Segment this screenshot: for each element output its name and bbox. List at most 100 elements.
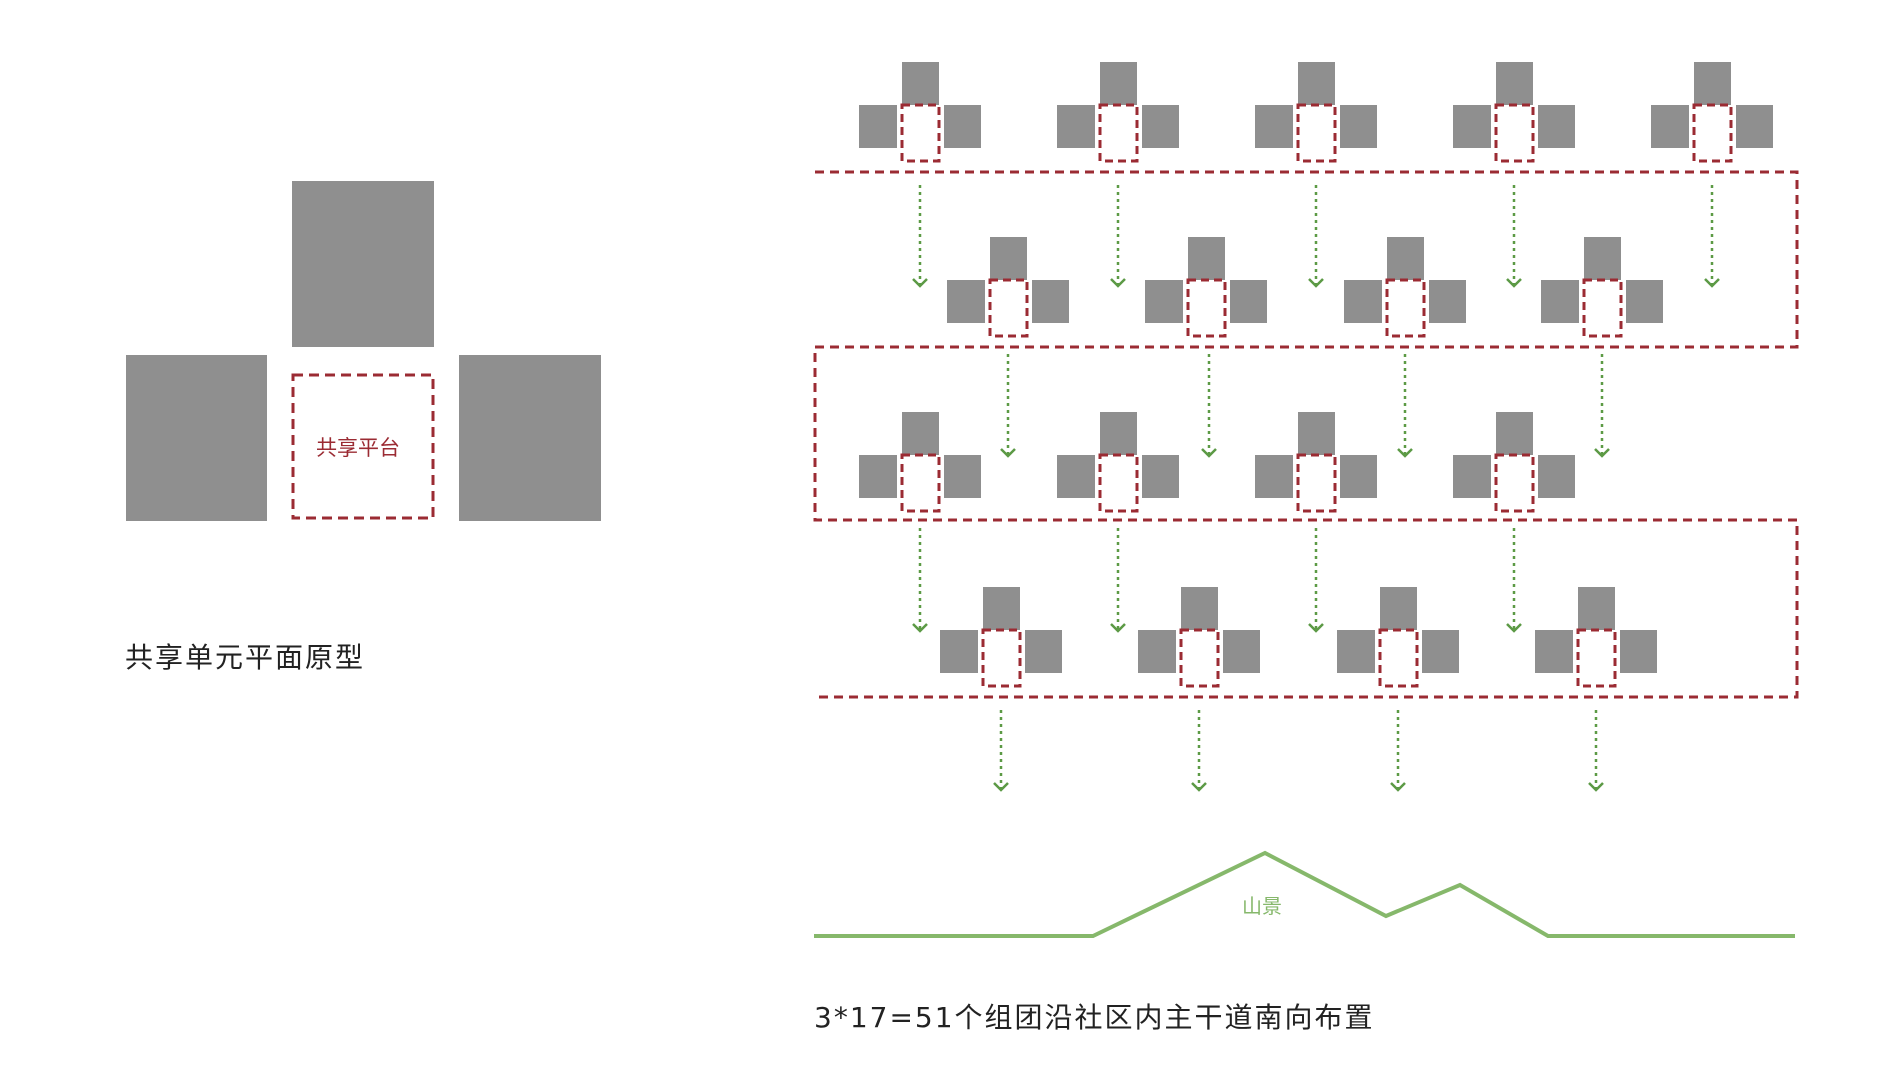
cluster-block-left	[1255, 455, 1293, 498]
cluster-block-right	[1142, 455, 1179, 498]
cluster-block-left	[859, 455, 897, 498]
prototype-block-top	[292, 181, 434, 347]
cluster-shared-platform	[900, 453, 941, 513]
south-arrow-head	[912, 623, 928, 633]
cluster-block-left	[1535, 630, 1573, 673]
shared-unit-prototype: 共享平台	[126, 181, 601, 521]
cluster-unit	[1651, 62, 1773, 163]
cluster-block-left	[1541, 280, 1579, 323]
cluster-block-left	[1145, 280, 1183, 323]
cluster-shared-platform	[900, 103, 941, 163]
mountain-label: 山景	[1242, 894, 1282, 918]
shared-platform-outline	[291, 373, 435, 520]
cluster-shared-platform	[1296, 103, 1337, 163]
south-arrow-head	[1308, 623, 1324, 633]
cluster-block-top	[1578, 587, 1615, 630]
cluster-block-top	[1380, 587, 1417, 630]
cluster-block-right	[1538, 105, 1575, 148]
cluster-unit	[1255, 62, 1377, 163]
cluster-block-top	[902, 412, 939, 455]
south-arrow-head	[1588, 782, 1604, 792]
south-arrow-head	[1110, 278, 1126, 288]
cluster-unit	[940, 587, 1062, 688]
cluster-block-top	[1100, 62, 1137, 105]
south-arrow-head	[1201, 448, 1217, 458]
cluster-unit	[1453, 412, 1575, 513]
cluster-block-right	[1736, 105, 1773, 148]
south-arrow-head	[1000, 448, 1016, 458]
cluster-block-right	[1230, 280, 1267, 323]
cluster-block-left	[1057, 455, 1095, 498]
cluster-layout-diagram	[813, 62, 1799, 792]
south-arrow-head	[1506, 278, 1522, 288]
cluster-block-top	[1496, 62, 1533, 105]
south-arrow-head	[1704, 278, 1720, 288]
cluster-unit	[1541, 237, 1663, 338]
south-arrow	[1506, 528, 1522, 633]
cluster-block-right	[944, 105, 981, 148]
cluster-shared-platform	[1378, 628, 1419, 688]
cluster-block-right	[944, 455, 981, 498]
cluster-block-left	[859, 105, 897, 148]
cluster-block-right	[1538, 455, 1575, 498]
south-arrow-head	[1308, 278, 1324, 288]
cluster-block-left	[1255, 105, 1293, 148]
cluster-block-top	[902, 62, 939, 105]
cluster-block-left	[1344, 280, 1382, 323]
cluster-unit	[1535, 587, 1657, 688]
cluster-shared-platform	[1582, 278, 1623, 338]
cluster-block-left	[1453, 105, 1491, 148]
cluster-block-top	[1188, 237, 1225, 280]
cluster-unit	[1057, 412, 1179, 513]
prototype-caption: 共享单元平面原型	[125, 641, 366, 674]
south-arrow-head	[1594, 448, 1610, 458]
cluster-unit	[859, 62, 981, 163]
cluster-shared-platform	[981, 628, 1022, 688]
south-arrow	[1110, 528, 1126, 633]
cluster-block-right	[1429, 280, 1466, 323]
cluster-block-left	[1453, 455, 1491, 498]
south-arrow	[1397, 354, 1413, 458]
south-arrow-head	[993, 782, 1009, 792]
cluster-shared-platform	[1692, 103, 1733, 163]
cluster-block-left	[1057, 105, 1095, 148]
cluster-shared-platform	[1098, 453, 1139, 513]
prototype-block-right	[459, 355, 601, 521]
cluster-block-top	[983, 587, 1020, 630]
cluster-block-top	[1387, 237, 1424, 280]
south-arrow-head	[912, 278, 928, 288]
south-arrow	[1704, 185, 1720, 288]
mountain-ridge-line	[814, 850, 1795, 938]
south-arrow	[1588, 710, 1604, 792]
cluster-block-right	[1340, 105, 1377, 148]
south-arrow	[1000, 354, 1016, 458]
cluster-block-top	[1496, 412, 1533, 455]
cluster-shared-platform	[1296, 453, 1337, 513]
cluster-block-top	[1181, 587, 1218, 630]
cluster-unit	[947, 237, 1069, 338]
cluster-block-top	[1584, 237, 1621, 280]
cluster-block-left	[1651, 105, 1689, 148]
shared-platform-label: 共享平台	[316, 436, 400, 460]
cluster-unit	[1337, 587, 1459, 688]
cluster-shared-platform	[1494, 103, 1535, 163]
south-arrow	[1201, 354, 1217, 458]
cluster-block-top	[1100, 412, 1137, 455]
cluster-block-right	[1142, 105, 1179, 148]
cluster-block-left	[1138, 630, 1176, 673]
south-arrow	[1390, 710, 1406, 792]
main-road-path	[813, 170, 1799, 699]
south-arrow	[1191, 710, 1207, 792]
south-arrow-head	[1506, 623, 1522, 633]
layout-caption: 3*17=51个组团沿社区内主干道南向布置	[814, 1001, 1375, 1034]
south-arrow	[1308, 185, 1324, 288]
cluster-unit	[1255, 412, 1377, 513]
cluster-shared-platform	[1385, 278, 1426, 338]
cluster-block-right	[1340, 455, 1377, 498]
cluster-block-right	[1223, 630, 1260, 673]
south-arrow	[1594, 354, 1610, 458]
cluster-unit	[859, 412, 981, 513]
south-arrow	[1506, 185, 1522, 288]
south-arrow	[1308, 528, 1324, 633]
cluster-block-right	[1032, 280, 1069, 323]
